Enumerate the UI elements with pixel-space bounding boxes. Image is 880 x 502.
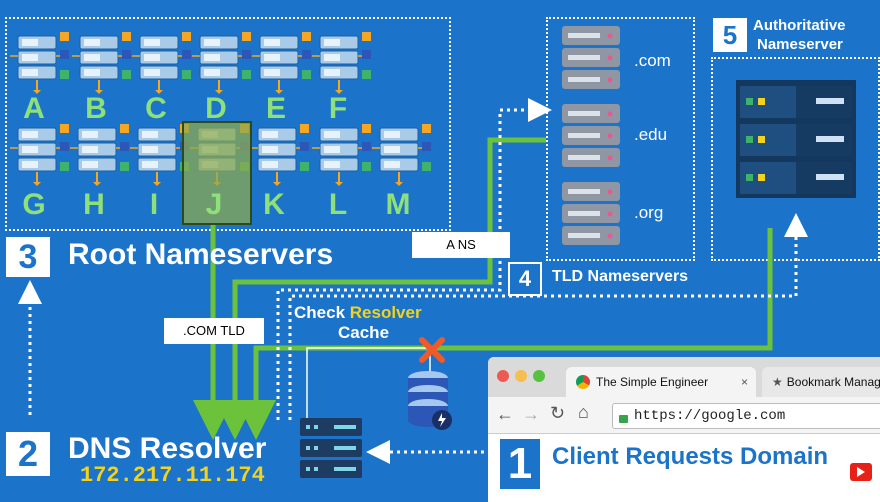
root-letter: C [145, 92, 167, 125]
browser-tabstrip: The Simple Engineer × ★ Bookmark Manage [488, 357, 880, 397]
tab-title: Bookmark Manage [786, 375, 880, 389]
tld-server-edu [562, 104, 622, 175]
browser-window: The Simple Engineer × ★ Bookmark Manage … [488, 357, 880, 502]
tld-label-org: .org [634, 203, 664, 222]
tld-title: TLD Nameservers [552, 268, 689, 285]
root-server-icon [132, 32, 191, 94]
resolver-to-tld-path [276, 98, 552, 420]
resolver-server-icon [300, 418, 364, 487]
root-letter: D [205, 92, 227, 125]
resolver-ip: 172.217.11.174 [80, 463, 265, 488]
root-server-icon [250, 124, 309, 186]
root-letter: M [385, 188, 411, 221]
authoritative-title-line2: Nameserver [757, 36, 843, 53]
cache-word: Cache [338, 323, 390, 342]
step-number-authoritative: 5 [713, 18, 747, 52]
step-number-client: 1 [500, 439, 540, 489]
root-letter: I [149, 188, 159, 221]
server-stack-icon [562, 182, 620, 245]
com-tld-tag: .COM TLD [164, 318, 264, 344]
root-letter: A [23, 92, 45, 125]
maximize-window-button[interactable] [533, 370, 545, 382]
browser-toolbar: ← → ↻ ⌂ https://google.com [488, 397, 880, 434]
root-server-icon [130, 124, 189, 186]
cache-label: Check Resolver Cache [294, 303, 422, 343]
root-server-icon [312, 32, 371, 94]
star-icon: ★ [772, 375, 783, 389]
reload-icon[interactable]: ↻ [550, 403, 566, 423]
tld-server-com [562, 26, 622, 97]
resolver-title: DNS Resolver [68, 432, 267, 465]
root-server-icon [252, 32, 311, 94]
root-letter: G [22, 188, 46, 221]
tld-nameservers-boundary [546, 17, 695, 261]
step-number-resolver: 2 [6, 432, 50, 476]
tab-title: The Simple Engineer [596, 375, 709, 389]
root-nameservers-boundary [5, 17, 451, 231]
root-server-icon [312, 124, 371, 186]
root-letter: L [328, 188, 348, 221]
lock-icon [619, 415, 628, 423]
client-title: Client Requests Domain [552, 443, 829, 470]
root-letter: H [83, 188, 105, 221]
white-request-paths [18, 98, 808, 464]
root-server-icon [10, 124, 69, 186]
tld-server-org [562, 182, 622, 253]
root-server-grid [0, 0, 450, 230]
cache-database-icon [408, 371, 452, 430]
home-icon[interactable]: ⌂ [578, 402, 589, 422]
rack-icon [300, 418, 362, 478]
cache-check-word: Check [294, 303, 346, 322]
root-title: Root Nameservers [68, 238, 334, 271]
rack-icon [736, 80, 856, 198]
back-arrow-icon[interactable]: ← [496, 404, 514, 424]
cache-highlight-word: Resolver [349, 303, 422, 322]
youtube-subscribe-icon[interactable] [850, 463, 872, 481]
root-server-icon [372, 124, 431, 186]
root-letter: B [85, 92, 107, 125]
step-number-tld: 4 [508, 262, 542, 296]
auth-to-resolver-path [236, 228, 773, 440]
resolver-to-auth-path [288, 213, 808, 420]
root-j-highlight [182, 121, 252, 225]
authoritative-title-line1: Authoritative [753, 17, 846, 34]
minimize-window-button[interactable] [515, 370, 527, 382]
error-x-icon [419, 337, 445, 363]
tab-the-simple-engineer[interactable]: The Simple Engineer × [566, 367, 756, 397]
url-text: https://google.com [634, 408, 786, 424]
authoritative-server-rack [736, 80, 856, 205]
forward-arrow-icon[interactable]: → [522, 404, 540, 424]
root-letter: K [263, 188, 285, 221]
close-window-button[interactable] [497, 370, 509, 382]
root-server-icon [10, 32, 69, 94]
root-letter: E [265, 92, 286, 125]
address-bar[interactable]: https://google.com [612, 403, 880, 429]
root-letter: F [328, 92, 348, 125]
root-server-icon [192, 32, 251, 94]
tld-label-edu: .edu [634, 125, 668, 144]
chrome-icon [576, 375, 590, 389]
a-ns-tag: A NS [412, 232, 510, 258]
tab-bookmark-manager[interactable]: ★ Bookmark Manage [762, 367, 880, 397]
server-stack-icon [562, 104, 620, 167]
step-number-root: 3 [6, 237, 50, 277]
root-server-icon [72, 32, 131, 94]
server-stack-icon [562, 26, 620, 89]
tld-label-com: .com [634, 51, 671, 70]
cache-line [306, 347, 431, 420]
tab-close-icon[interactable]: × [740, 375, 748, 389]
root-server-icon [70, 124, 129, 186]
root-letter: J [205, 188, 223, 221]
